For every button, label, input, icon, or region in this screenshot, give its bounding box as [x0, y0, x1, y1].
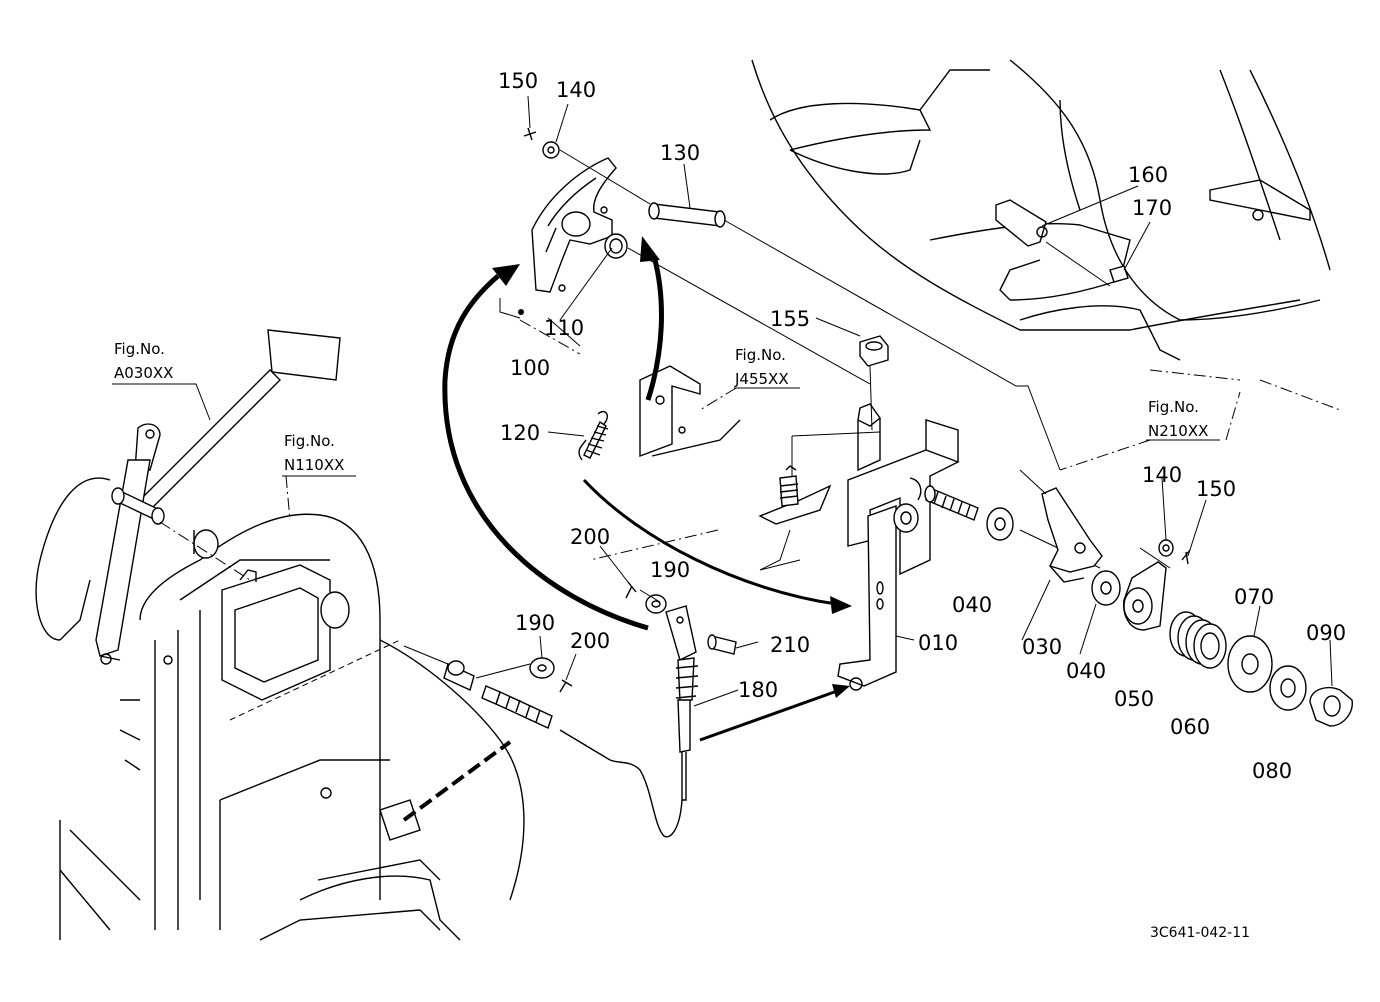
drawing-number: 3C641-042-11: [1150, 925, 1250, 941]
nut-090: [1309, 686, 1353, 727]
plate-050: [1123, 561, 1167, 631]
pin-130: [648, 202, 726, 228]
callout-010: 010: [918, 631, 958, 655]
frame-left-outline: [59, 513, 525, 941]
callout-140-right: 140: [1142, 463, 1182, 487]
callout-050: 050: [1114, 687, 1154, 711]
reference-leaders: [112, 383, 1241, 561]
callout-140-top: 140: [556, 78, 596, 102]
pin-150-right: [1181, 549, 1191, 565]
ref-j455-line2: J455XX: [734, 370, 789, 388]
switch-block: [221, 564, 350, 701]
callout-070: 070: [1234, 585, 1274, 609]
callout-060: 060: [1170, 715, 1210, 739]
callout-210: 210: [770, 633, 810, 657]
arm-030: [1019, 469, 1103, 583]
threaded-shaft: [924, 485, 979, 521]
callout-150-top: 150: [498, 69, 538, 93]
callout-leaders: [527, 95, 1333, 707]
assembly-arrows: [402, 236, 852, 822]
callout-200-upper: 200: [570, 525, 610, 549]
callout-150-right: 150: [1196, 477, 1236, 501]
cable-180: [443, 605, 699, 838]
callout-080: 080: [1252, 759, 1292, 783]
callout-040-b: 040: [1066, 659, 1106, 683]
nut-155: [859, 335, 889, 367]
bolt-170: [1109, 265, 1129, 283]
callout-100: 100: [510, 356, 550, 380]
callout-180: 180: [738, 678, 778, 702]
pedal-assembly: [35, 329, 341, 665]
callout-155: 155: [770, 307, 810, 331]
callout-110: 110: [544, 316, 584, 340]
spring-120: [578, 410, 609, 461]
ref-n110-line2: N110XX: [284, 456, 344, 474]
washer-140-right: [1158, 539, 1174, 557]
ref-j455-line1: Fig.No.: [735, 346, 786, 364]
body-panel-outline: [751, 59, 1341, 411]
pin-200-upper: [625, 581, 637, 599]
callout-170: 170: [1132, 196, 1172, 220]
callout-labels: 150 140 130 160 170 110 100 155 120 200 …: [498, 69, 1346, 783]
washer-040-a: [986, 507, 1014, 541]
callout-160: 160: [1128, 163, 1168, 187]
pin-200-lower: [559, 679, 573, 693]
collar-110: [604, 233, 628, 259]
pin-210: [707, 634, 737, 655]
figure-references: Fig.No. A030XX Fig.No. N110XX Fig.No. J4…: [114, 340, 1208, 474]
washer-140-top: [542, 141, 560, 159]
ref-n210-line2: N210XX: [1148, 422, 1208, 440]
callout-190-lower: 190: [515, 611, 555, 635]
bracket-j455: [639, 365, 881, 571]
callout-200-lower: 200: [570, 629, 610, 653]
callout-190-upper: 190: [650, 558, 690, 582]
pin-150-top: [523, 127, 537, 141]
assembly-centerlines: [499, 149, 1171, 569]
callout-120: 120: [500, 421, 540, 445]
lever-100: [518, 157, 617, 315]
bracket-010: [837, 403, 960, 691]
callout-090: 090: [1306, 621, 1346, 645]
callout-040-a: 040: [952, 593, 992, 617]
callout-130: 130: [660, 141, 700, 165]
washer-040-b: [1091, 570, 1121, 606]
ref-n110-line1: Fig.No.: [284, 432, 335, 450]
ref-n210-line1: Fig.No.: [1148, 398, 1199, 416]
washer-190-upper: [645, 594, 667, 614]
washer-080: [1269, 665, 1307, 711]
spring-060: [1169, 611, 1227, 669]
ref-a030-line1: Fig.No.: [114, 340, 165, 358]
cable-leader-lines: [403, 589, 661, 679]
ref-a030-line2: A030XX: [114, 364, 173, 382]
bracket-160: [995, 199, 1048, 247]
washer-190-lower: [529, 657, 555, 679]
callout-030: 030: [1022, 635, 1062, 659]
washer-070: [1227, 635, 1273, 693]
